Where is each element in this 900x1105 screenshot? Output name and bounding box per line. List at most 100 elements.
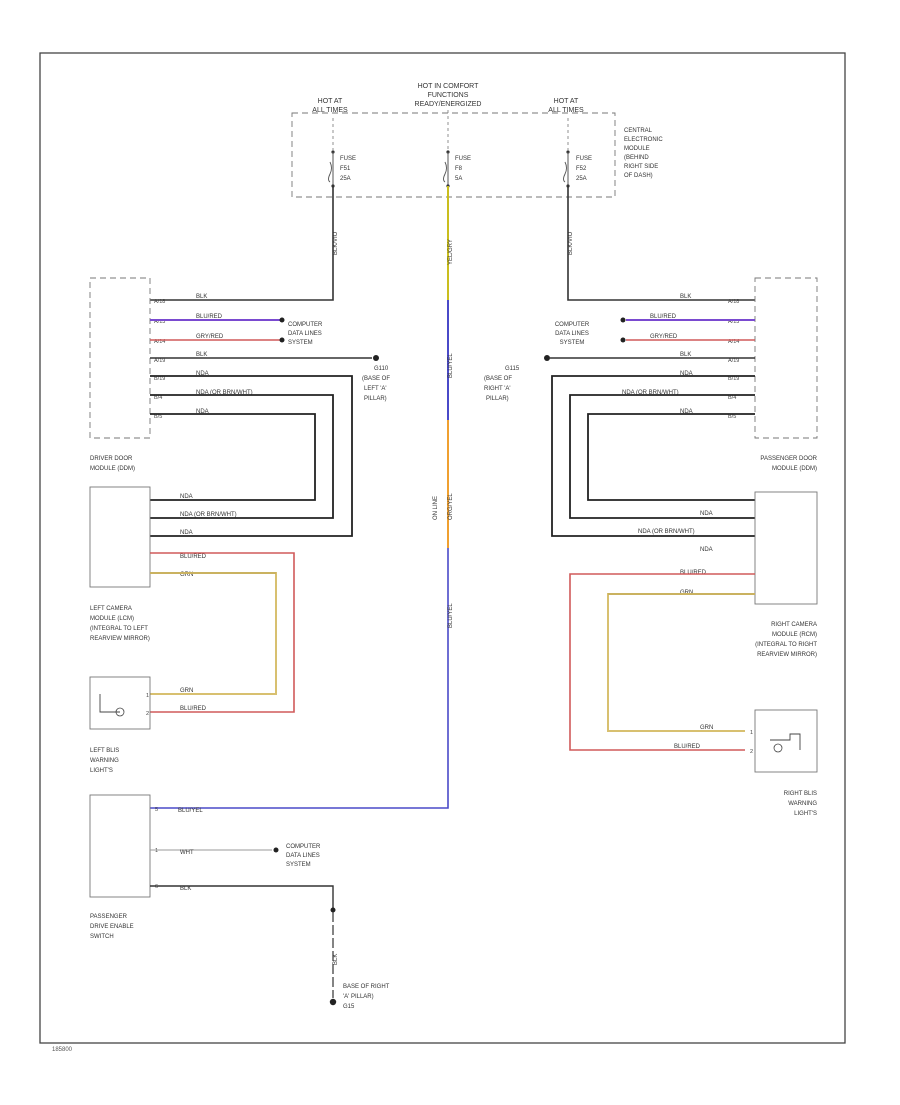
lcm-label-line4: REARVIEW MIRROR) <box>90 636 150 642</box>
pdm-pin-3: A/14 <box>728 339 739 345</box>
ddm-wire-3: GRY/RED <box>196 334 224 340</box>
passenger-door-wire-labels: BLK BLU/RED GRY/RED BLK NDA NDA (OR BRN/… <box>622 294 693 415</box>
fuse-f52-label: FUSE F52 25A <box>576 156 592 182</box>
wire-center-splice-label: ON LINE <box>433 496 439 520</box>
lcm-label-line3: (INTEGRAL TO LEFT <box>90 626 148 632</box>
switch-data-connector <box>273 847 279 853</box>
rcm-wire-2: NDA (OR BRN/WHT) <box>638 529 695 535</box>
cdl-left-line1: COMPUTER <box>288 322 323 328</box>
g110-line2: (BASE OF <box>362 376 390 382</box>
passenger-switch-box <box>89 794 151 898</box>
fuse-f8-line1: FUSE <box>455 156 471 162</box>
right-blis-lamp-icon <box>770 733 801 753</box>
lcm-wire-5: GRN <box>180 572 193 578</box>
g115-line2: (BASE OF <box>484 376 512 382</box>
g115-line1: G115 <box>505 366 520 372</box>
g15-line1: BASE OF RIGHT <box>343 984 390 990</box>
computer-data-right-label: COMPUTER DATA LINES SYSTEM <box>555 322 590 346</box>
pdm-pin-1: A/18 <box>728 299 739 305</box>
ddm-data-connector-1 <box>279 317 285 323</box>
cdl-bottom-line1: COMPUTER <box>286 844 321 850</box>
switch-wire-blk-label: BLK <box>180 886 191 892</box>
fuse-f52-line3: 25A <box>576 176 587 182</box>
lcm-label-line2: MODULE (LCM) <box>90 616 134 622</box>
ddm-pin-7: B/5 <box>154 414 162 420</box>
wire-switch-blk <box>150 885 334 908</box>
ddm-wire-6: NDA (OR BRN/WHT) <box>196 390 253 396</box>
cem-line6: OF DASH) <box>624 173 653 179</box>
right-blis-line1: RIGHT BLIS <box>784 791 817 797</box>
wire-left-feed-label: BLK/VIO <box>333 231 339 255</box>
right-blis-wire-1: GRN <box>700 725 713 731</box>
cem-line2: ELECTRONIC <box>624 137 663 143</box>
wire-ddm-nda-2 <box>150 394 334 519</box>
ground-g115-label: G115 (BASE OF RIGHT 'A' PILLAR) <box>484 366 520 402</box>
g15-line2: 'A' PILLAR) <box>343 994 374 1000</box>
lcm-wire-1: NDA <box>180 494 193 500</box>
left-blis-pin-2: 2 <box>146 711 149 717</box>
cdl-right-line2: DATA LINES <box>555 331 589 337</box>
pdm-wire-3: GRY/RED <box>650 334 678 340</box>
hot-right-label: HOT AT ALL TIMES <box>548 98 584 114</box>
driver-door-pins: A/18 A/13 A/14 A/19 B/19 B/4 B/5 <box>154 299 165 420</box>
hot-center-line2: FUNCTIONS <box>428 92 469 99</box>
hot-left-line2: ALL TIMES <box>312 107 348 114</box>
wire-pdm-nda-2 <box>569 394 755 519</box>
fuse-f51-line1: FUSE <box>340 156 356 162</box>
hot-center-line3: READY/ENERGIZED <box>415 101 482 108</box>
cdl-right-line3: SYSTEM <box>560 340 585 346</box>
cdl-bottom-line3: SYSTEM <box>286 862 311 868</box>
g110-line4: PILLAR) <box>364 396 387 402</box>
fuse-f8-line2: F8 <box>455 166 463 172</box>
computer-data-left-label: COMPUTER DATA LINES SYSTEM <box>288 322 323 346</box>
ddm-label-line1: DRIVER DOOR <box>90 456 133 462</box>
ground-g15-point <box>329 998 337 1006</box>
g115-line4: PILLAR) <box>486 396 509 402</box>
lcm-wire-4: BLU/RED <box>180 554 207 560</box>
lcm-wire-3: NDA <box>180 530 193 536</box>
cdl-left-line3: SYSTEM <box>288 340 313 346</box>
switch-pin-1: 1 <box>155 848 158 854</box>
pdm-pin-2: A/13 <box>728 319 739 325</box>
lcm-wire-2: NDA (OR BRN/WHT) <box>180 512 237 518</box>
passenger-door-label: PASSENGER DOOR MODULE (DDM) <box>760 456 817 472</box>
wire-right-feed <box>567 186 755 301</box>
lcm-label-line1: LEFT CAMERA <box>90 606 132 612</box>
g15-line3: G15 <box>343 1004 355 1010</box>
hot-center-line1: HOT IN COMFORT <box>418 83 480 90</box>
ground-g110-label: G110 (BASE OF LEFT 'A' PILLAR) <box>362 366 390 402</box>
pdm-wire-2: BLU/RED <box>650 314 677 320</box>
rcm-label-line3: (INTEGRAL TO RIGHT <box>755 642 817 648</box>
cem-line1: CENTRAL <box>624 128 653 134</box>
cem-line5: RIGHT SIDE <box>624 164 658 170</box>
ddm-wire-2: BLU/RED <box>196 314 223 320</box>
switch-wire-blu-label: BLU/YEL <box>178 808 203 814</box>
fuse-f52-line2: F52 <box>576 166 587 172</box>
left-camera-module-box <box>89 486 151 588</box>
pdm-wire-7: NDA <box>680 409 693 415</box>
right-camera-wire-labels: NDA NDA (OR BRN/WHT) NDA BLU/RED GRN <box>638 511 713 596</box>
switch-label-line2: DRIVE ENABLE <box>90 924 134 930</box>
hot-right-line2: ALL TIMES <box>548 107 584 114</box>
wire-ddm-nda-1 <box>150 375 353 537</box>
left-blis-label: LEFT BLIS WARNING LIGHT'S <box>90 748 119 774</box>
left-blis-line3: LIGHT'S <box>90 768 113 774</box>
wire-center-blu-upper-label: BLU/YEL <box>448 353 454 378</box>
left-blis-line1: LEFT BLIS <box>90 748 119 754</box>
left-blis-lamp-icon <box>99 694 125 717</box>
ddm-pin-3: A/14 <box>154 339 165 345</box>
cem-label: CENTRAL ELECTRONIC MODULE (BEHIND RIGHT … <box>624 128 663 179</box>
fuse-f8-line3: 5A <box>455 176 462 182</box>
pdm-wire-4: BLK <box>680 352 691 358</box>
passenger-door-module-box <box>754 277 818 439</box>
wire-pdm-nda-1 <box>551 375 755 537</box>
pdm-wire-1: BLK <box>680 294 691 300</box>
ddm-pin-1: A/18 <box>154 299 165 305</box>
pdm-wire-5: NDA <box>680 371 693 377</box>
cdl-left-line2: DATA LINES <box>288 331 322 337</box>
passenger-switch-label: PASSENGER DRIVE ENABLE SWITCH <box>90 914 134 940</box>
fuse-f51-label: FUSE F51 25A <box>340 156 356 182</box>
ddm-wire-4: BLK <box>196 352 207 358</box>
